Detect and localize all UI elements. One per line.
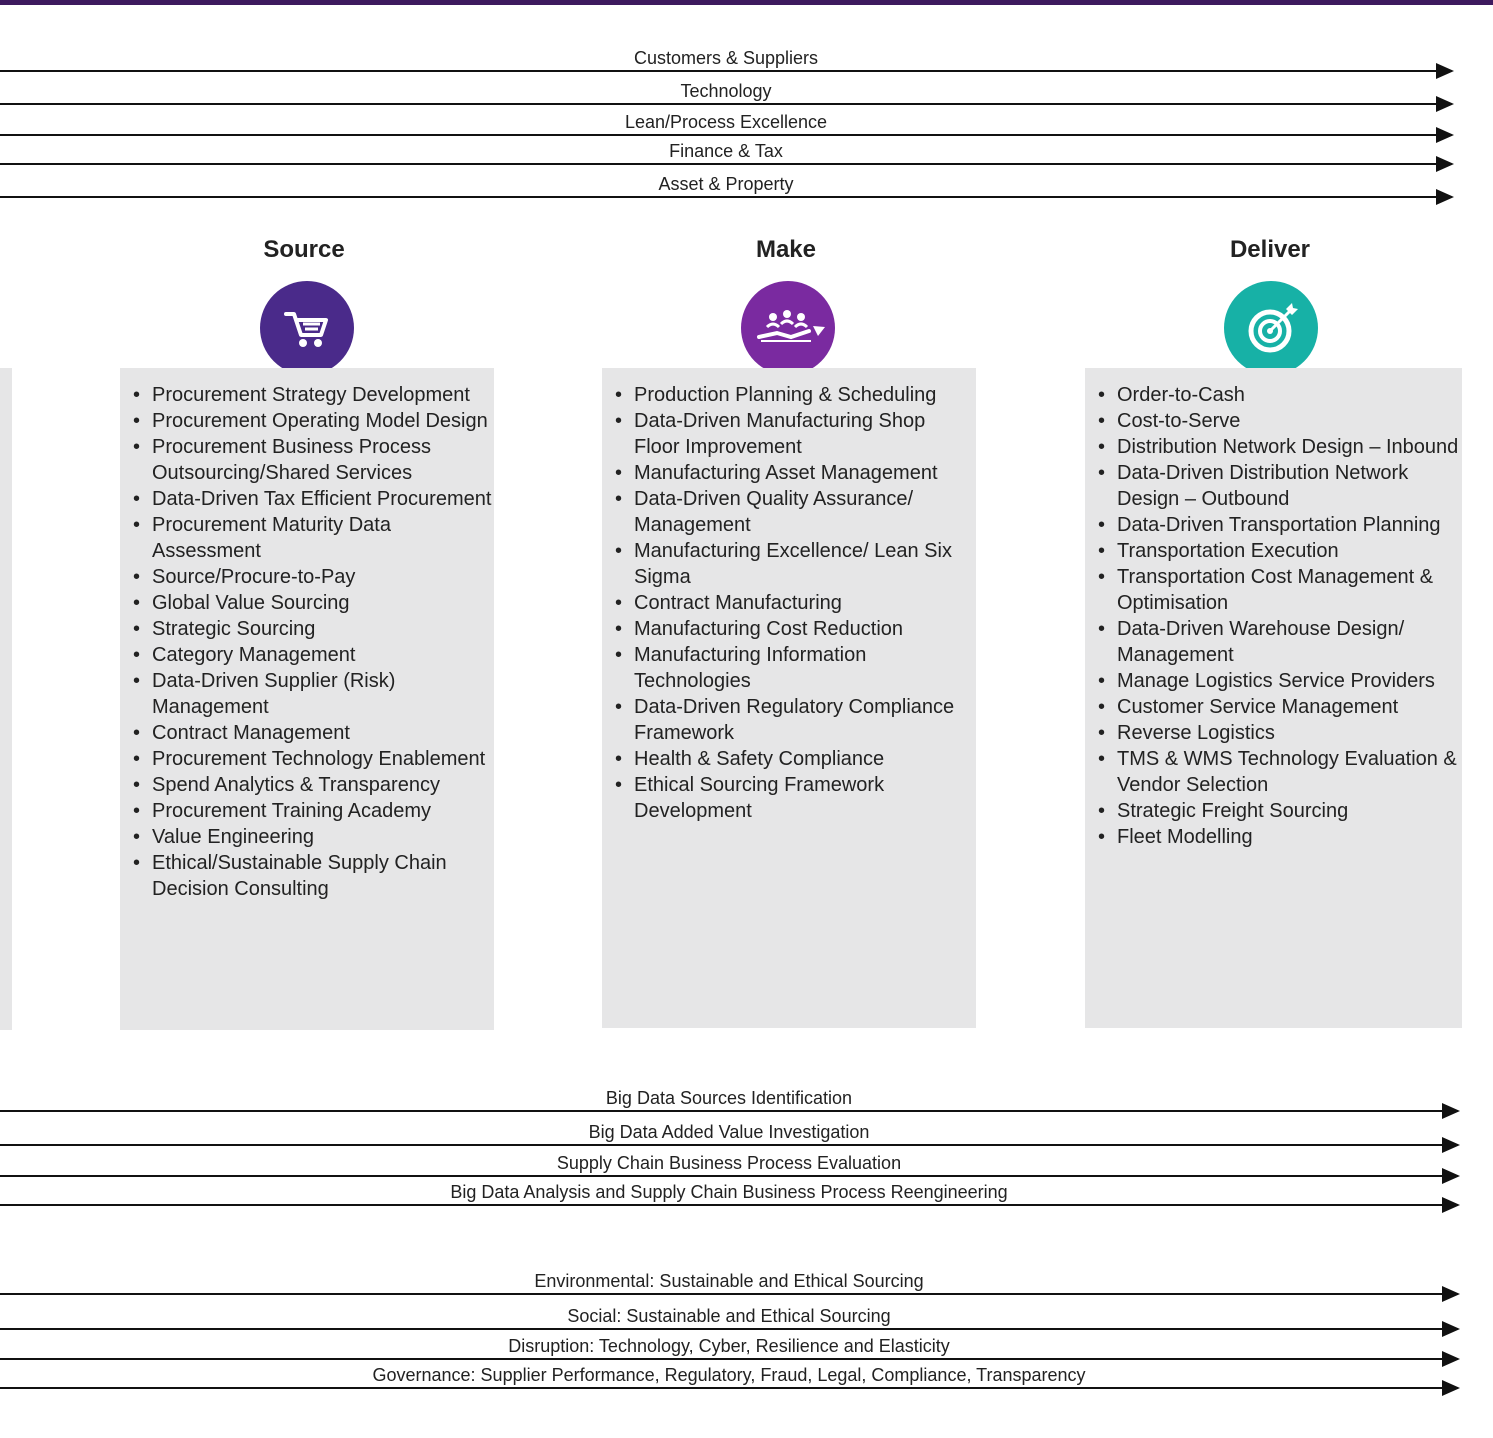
list-item: Ethical/Sustainable Supply Chain Decisio… bbox=[120, 850, 494, 902]
list-item: Reverse Logistics bbox=[1085, 720, 1462, 746]
list-item: Contract Management bbox=[120, 720, 494, 746]
arrow-technology: Technology bbox=[0, 81, 1454, 112]
list-item: Data-Driven Regulatory Compliance Framew… bbox=[602, 694, 976, 746]
list-item: Cost-to-Serve bbox=[1085, 408, 1462, 434]
column-title-make: Make bbox=[755, 236, 817, 263]
list-item: Data-Driven Manufacturing Shop Floor Imp… bbox=[602, 408, 976, 460]
list-item: Procurement Training Academy bbox=[120, 798, 494, 824]
list-item: Procurement Strategy Development bbox=[120, 382, 494, 408]
list-item: Value Engineering bbox=[120, 824, 494, 850]
arrow-label: Social: Sustainable and Ethical Sourcing bbox=[567, 1306, 891, 1326]
shopping-cart-icon bbox=[260, 281, 354, 375]
target-icon bbox=[1224, 281, 1318, 375]
make-panel: Production Planning & Scheduling Data-Dr… bbox=[602, 368, 976, 1028]
list-item: Transportation Cost Management & Optimis… bbox=[1085, 564, 1462, 616]
list-item: Data-Driven Supplier (Risk) Management bbox=[120, 668, 494, 720]
arrow-label: Big Data Added Value Investigation bbox=[588, 1122, 870, 1142]
list-item: Distribution Network Design – Inbound bbox=[1085, 434, 1462, 460]
list-item: Ethical Sourcing Framework Development bbox=[602, 772, 976, 824]
column-title-deliver: Deliver bbox=[1229, 236, 1311, 263]
left-panel-stub bbox=[0, 368, 12, 1030]
list-item: Manufacturing Asset Management bbox=[602, 460, 976, 486]
list-item: Manufacturing Excellence/ Lean Six Sigma bbox=[602, 538, 976, 590]
arrow-disruption: Disruption: Technology, Cyber, Resilienc… bbox=[0, 1336, 1460, 1367]
arrow-label: Supply Chain Business Process Evaluation bbox=[556, 1153, 902, 1173]
list-item: Strategic Freight Sourcing bbox=[1085, 798, 1462, 824]
list-item: Spend Analytics & Transparency bbox=[120, 772, 494, 798]
list-item: Order-to-Cash bbox=[1085, 382, 1462, 408]
list-item: Transportation Execution bbox=[1085, 538, 1462, 564]
list-item: Contract Manufacturing bbox=[602, 590, 976, 616]
list-item: Health & Safety Compliance bbox=[602, 746, 976, 772]
column-title-source: Source bbox=[263, 236, 345, 263]
list-item: Manage Logistics Service Providers bbox=[1085, 668, 1462, 694]
team-growth-icon bbox=[741, 281, 835, 375]
list-item: Customer Service Management bbox=[1085, 694, 1462, 720]
list-item: Fleet Modelling bbox=[1085, 824, 1462, 850]
deliver-panel: Order-to-Cash Cost-to-Serve Distribution… bbox=[1085, 368, 1462, 1028]
list-item: Production Planning & Scheduling bbox=[602, 382, 976, 408]
list-item: Data-Driven Quality Assurance/ Managemen… bbox=[602, 486, 976, 538]
arrow-label: Asset & Property bbox=[658, 174, 794, 194]
arrow-label: Big Data Analysis and Supply Chain Busin… bbox=[450, 1182, 1008, 1202]
arrow-process-evaluation: Supply Chain Business Process Evaluation bbox=[0, 1153, 1460, 1184]
list-item: TMS & WMS Technology Evaluation & Vendor… bbox=[1085, 746, 1462, 798]
arrow-lean-process: Lean/Process Excellence bbox=[0, 112, 1454, 143]
list-item: Manufacturing Information Technologies bbox=[602, 642, 976, 694]
arrow-big-data-sources: Big Data Sources Identification bbox=[0, 1088, 1460, 1119]
deliver-list: Order-to-Cash Cost-to-Serve Distribution… bbox=[1085, 368, 1462, 850]
arrow-label: Technology bbox=[680, 81, 772, 101]
arrow-governance: Governance: Supplier Performance, Regula… bbox=[0, 1365, 1460, 1396]
arrow-big-data-value: Big Data Added Value Investigation bbox=[0, 1122, 1460, 1153]
list-item: Data-Driven Transportation Planning bbox=[1085, 512, 1462, 538]
list-item: Procurement Business Process Outsourcing… bbox=[120, 434, 494, 486]
arrow-customers-suppliers: Customers & Suppliers bbox=[0, 48, 1454, 79]
list-item: Data-Driven Tax Efficient Procurement bbox=[120, 486, 494, 512]
list-item: Manufacturing Cost Reduction bbox=[602, 616, 976, 642]
arrow-social: Social: Sustainable and Ethical Sourcing bbox=[0, 1306, 1460, 1337]
list-item: Procurement Technology Enablement bbox=[120, 746, 494, 772]
arrow-label: Customers & Suppliers bbox=[633, 48, 819, 68]
arrow-finance-tax: Finance & Tax bbox=[0, 141, 1454, 172]
list-item: Global Value Sourcing bbox=[120, 590, 494, 616]
arrow-label: Lean/Process Excellence bbox=[624, 112, 828, 132]
list-item: Data-Driven Distribution Network Design … bbox=[1085, 460, 1462, 512]
arrow-process-reengineering: Big Data Analysis and Supply Chain Busin… bbox=[0, 1182, 1460, 1213]
list-item: Procurement Operating Model Design bbox=[120, 408, 494, 434]
arrow-label: Big Data Sources Identification bbox=[605, 1088, 853, 1108]
arrow-environmental: Environmental: Sustainable and Ethical S… bbox=[0, 1271, 1460, 1302]
arrow-label: Environmental: Sustainable and Ethical S… bbox=[534, 1271, 924, 1291]
arrow-asset-property: Asset & Property bbox=[0, 174, 1454, 205]
list-item: Category Management bbox=[120, 642, 494, 668]
source-panel: Procurement Strategy Development Procure… bbox=[120, 368, 494, 1030]
list-item: Procurement Maturity Data Assessment bbox=[120, 512, 494, 564]
list-item: Strategic Sourcing bbox=[120, 616, 494, 642]
arrow-label: Finance & Tax bbox=[669, 141, 783, 161]
list-item: Source/Procure-to-Pay bbox=[120, 564, 494, 590]
source-list: Procurement Strategy Development Procure… bbox=[120, 368, 494, 902]
list-item: Data-Driven Warehouse Design/ Management bbox=[1085, 616, 1462, 668]
make-list: Production Planning & Scheduling Data-Dr… bbox=[602, 368, 976, 824]
arrow-label: Governance: Supplier Performance, Regula… bbox=[372, 1365, 1086, 1385]
top-accent-bar bbox=[0, 0, 1493, 5]
arrow-label: Disruption: Technology, Cyber, Resilienc… bbox=[508, 1336, 950, 1356]
